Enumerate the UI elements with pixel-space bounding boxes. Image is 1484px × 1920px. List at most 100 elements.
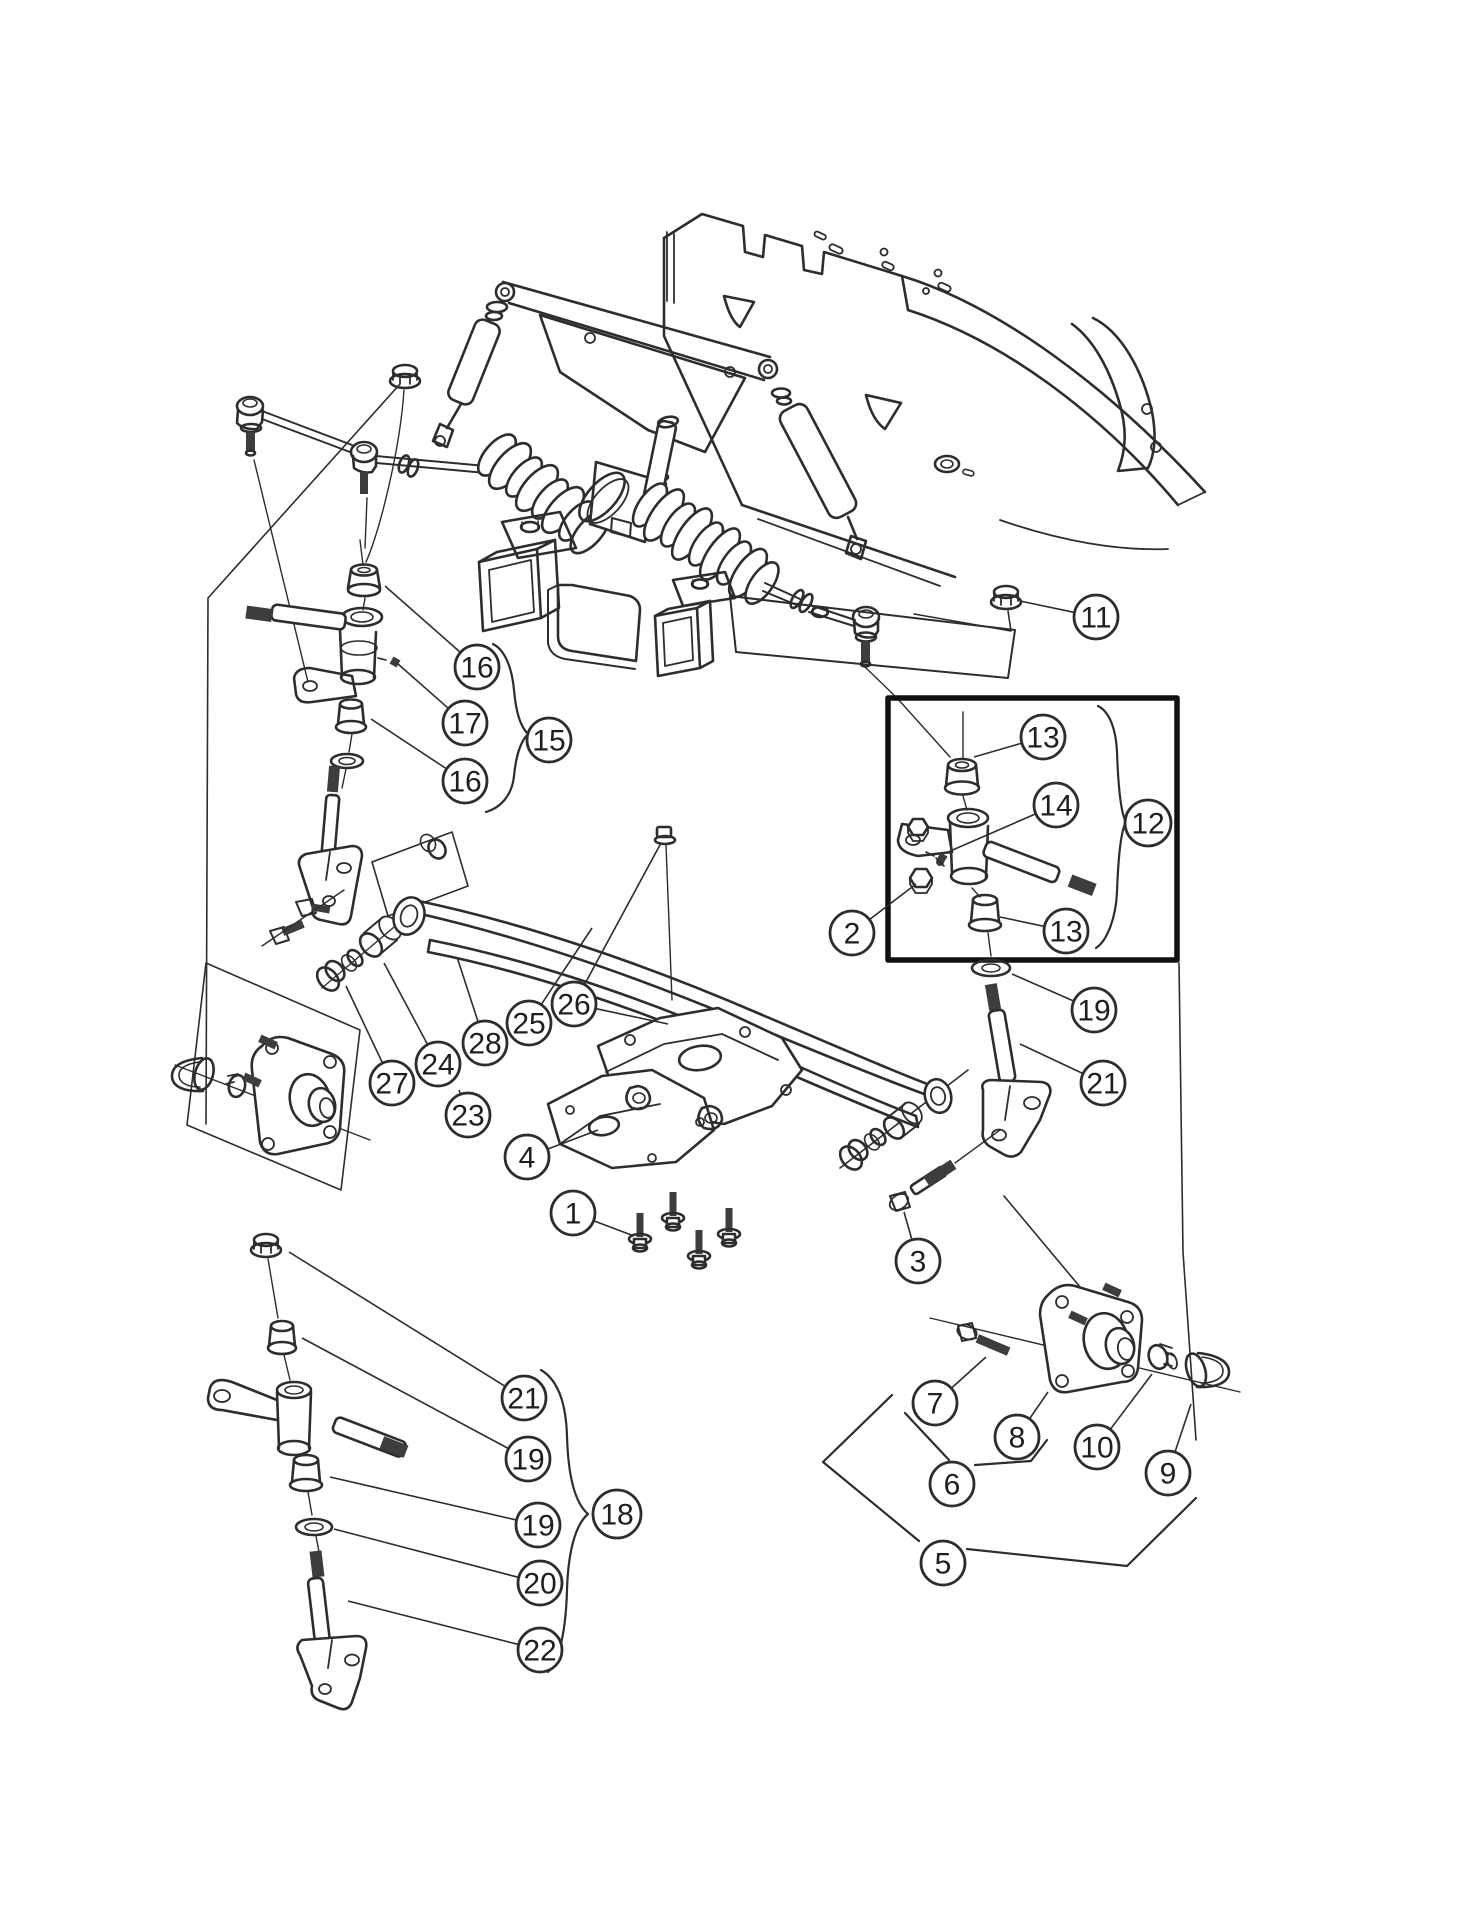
spindle-assembly-left [245,539,401,789]
callout-number: 28 [468,1028,501,1061]
callout-number: 16 [460,652,493,685]
center-mount-assembly [477,510,1016,679]
screw [716,1208,742,1248]
callout-circle [1019,713,1067,761]
callout-circle [441,757,489,805]
tie-rod-end-inner-left [349,440,379,494]
leader-line [456,956,479,1023]
bracket-group-6 [903,1411,1049,1467]
leader-line [1019,1043,1084,1075]
leader-line [593,1220,635,1237]
shock-absorber-right [770,387,868,561]
leader-line [370,718,448,770]
spring-mount-plates [546,1006,804,1170]
shock-absorber-left [431,300,509,449]
callout-11: 11 [1019,593,1120,641]
leader-line [1174,1403,1192,1453]
shackle-right [838,1101,1001,1212]
hub-assembly-left [170,1034,371,1156]
flange-nut-top-left [365,363,422,563]
leader-line [947,813,1037,853]
callout-number: 22 [523,1635,556,1668]
screw [627,1213,653,1253]
callout-20: 20 [333,1528,564,1607]
kingpin-right [970,958,1052,1158]
callout-number: 27 [375,1068,408,1101]
callout-circle [525,716,573,764]
callout-number: 24 [421,1049,454,1082]
callout-17: 17 [397,663,489,747]
frame-punched-slots [813,230,952,295]
callout-circle [549,1189,597,1237]
leader-line [1011,973,1075,1002]
callout-circle [516,1559,564,1607]
callout-26: 26 [550,842,669,1028]
leader-line [288,1251,506,1388]
callout-circle [444,1091,492,1139]
callout-circle [993,1413,1041,1461]
kingpin-shackle-left [261,765,447,992]
callout-12: 12 [1123,798,1173,848]
callout-number: 4 [519,1142,536,1175]
callout-number: 25 [512,1008,545,1041]
castle-nut-10 [1147,1343,1178,1371]
rack-bellows-right [631,482,780,605]
callout-circle [1032,781,1080,829]
callout-6: 6 [928,1460,976,1508]
callout-3: 3 [894,1211,942,1285]
callout-number: 23 [451,1100,484,1133]
bracket-group-5 [821,1393,1198,1568]
leader-line [868,883,917,921]
callout-1: 1 [549,1189,635,1237]
callout-number: 9 [1160,1458,1177,1491]
callout-number: 13 [1049,916,1082,949]
callout-16: 16 [370,718,489,805]
callout-circle [894,1237,942,1285]
chassis-frame [662,212,1207,587]
assembly-line-tie-rod-right [863,665,951,758]
leader-line [347,1600,519,1646]
leader-line [583,842,662,986]
callout-2: 2 [828,883,917,957]
callout-circle [828,909,876,957]
upper-crossmember [494,280,779,454]
callout-circle [1042,907,1090,955]
callout-number: 19 [1077,995,1110,1028]
leader-line [547,1129,599,1150]
rack-bellows-left [476,433,611,555]
callout-number: 16 [448,766,481,799]
callout-28: 28 [456,956,509,1067]
callout-number: 10 [1080,1432,1113,1465]
flange-nut-21 [249,1232,283,1259]
callout-layer: 1234567891011121313141516161718191919202… [288,585,1192,1674]
leader-line [595,1007,669,1025]
callout-circle [1123,798,1173,848]
leader-line [973,742,1023,758]
callout-circle [500,1374,548,1422]
callout-22: 22 [347,1600,564,1674]
spindle-assembly-right-detail [896,711,1097,957]
leader-line [540,927,593,1006]
hub-assembly-right [929,1282,1241,1394]
callout-21: 21 [1019,1043,1127,1107]
callout-circle [1073,1423,1121,1471]
callout-circle [514,1501,562,1549]
callout-24: 24 [383,962,462,1088]
leader-line [301,1337,509,1450]
callout-number: 20 [523,1568,556,1601]
rack-and-pinion [235,395,881,668]
callout-circle [503,1133,551,1181]
callout-circle [911,1379,959,1427]
callout-16: 16 [384,585,501,691]
callout-circle [453,643,501,691]
castle-nut-left [225,1073,247,1099]
callout-circle [928,1460,976,1508]
callout-circle [591,1488,643,1540]
dust-cap-9 [1184,1351,1231,1389]
callout-circle [550,980,598,1028]
callout-circle [919,1539,967,1587]
callout-9: 9 [1144,1403,1192,1497]
leader-line [1109,1373,1153,1430]
